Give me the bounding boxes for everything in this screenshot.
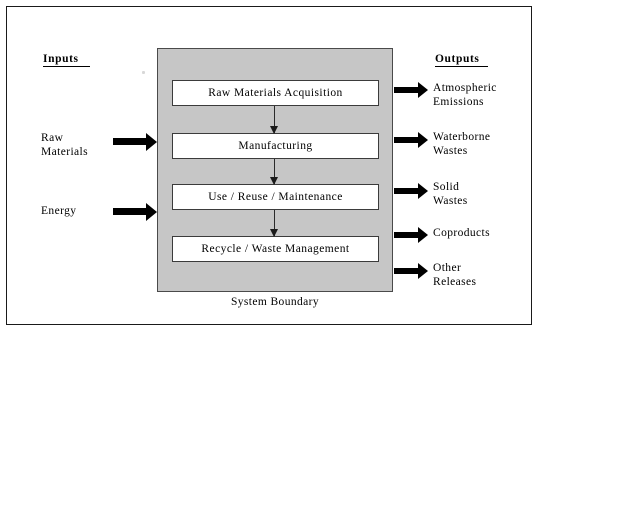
system-boundary-caption: System Boundary: [230, 296, 320, 308]
outputs-heading: Outputs: [435, 53, 489, 67]
process-box-recycle-waste-management[interactable]: Recycle / Waste Management: [172, 236, 379, 262]
input-label-raw-materials: Raw Materials: [41, 132, 89, 158]
output-label-other-releases: Other Releases: [433, 262, 477, 288]
coproducts-output-arrow-icon: [394, 227, 428, 243]
waterborne-wastes-output-arrow-icon: [394, 132, 428, 148]
energy-input-arrow-icon: [113, 202, 157, 221]
atmospheric-emissions-output-arrow-icon: [394, 82, 428, 98]
output-label-waterborne-wastes: Waterborne Wastes: [433, 131, 491, 157]
output-label-coproducts: Coproducts: [433, 227, 491, 239]
connector-arrow-icon-1: [270, 106, 278, 134]
output-label-atmospheric-emissions: Atmospheric Emissions: [433, 82, 497, 108]
process-box-use-reuse-maintenance[interactable]: Use / Reuse / Maintenance: [172, 184, 379, 210]
solid-wastes-output-arrow-icon: [394, 183, 428, 199]
raw-materials-input-arrow-icon: [113, 132, 157, 151]
process-box-raw-materials-acquisition[interactable]: Raw Materials Acquisition: [172, 80, 379, 106]
connector-arrow-icon-3: [270, 210, 278, 237]
other-releases-output-arrow-icon: [394, 263, 428, 279]
output-label-solid-wastes: Solid Wastes: [433, 181, 468, 207]
process-box-manufacturing[interactable]: Manufacturing: [172, 133, 379, 159]
inputs-heading: Inputs: [43, 53, 90, 67]
connector-arrow-icon-2: [270, 159, 278, 185]
diagram-outer-frame: Inputs Outputs Raw Materials Energy Raw …: [6, 6, 532, 325]
input-label-energy: Energy: [41, 205, 77, 217]
scan-artifact-dot: [142, 71, 145, 74]
